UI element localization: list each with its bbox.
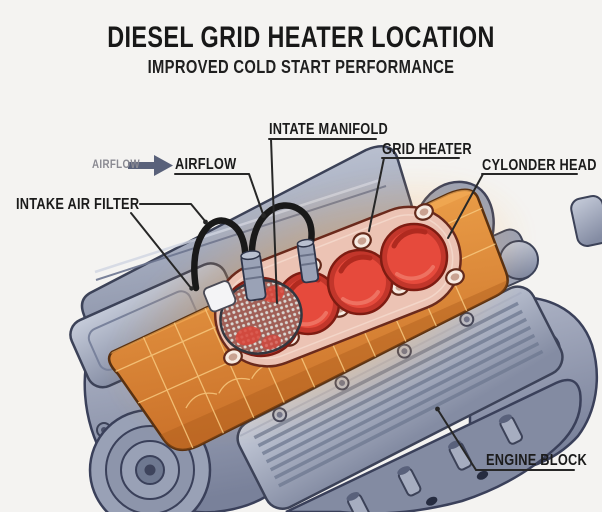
label-cylinder-head: CYLONDER HEAD [482,157,597,174]
heater-wiring [191,202,320,313]
leader-line-intake-air-filter-b [130,212,192,289]
heater-wire [248,202,315,262]
heater-wire [191,217,249,292]
label-airflow: AIRFLOW [175,156,237,173]
label-grid-heater: GRID HEATER [382,141,472,158]
heater-port [326,248,394,316]
inlet-stub [570,195,602,247]
label-engine-block: ENGINE BLOCK [486,452,588,469]
leader-line-engine-block [437,409,477,471]
label-airflow-caption: AIRFLOW [92,159,140,171]
leader-lines [130,138,578,471]
leader-dots [189,213,440,412]
block-bolt-bosses [346,414,523,512]
heater-terminal [240,250,267,302]
page-title: DIESEL GRID HEATER LOCATION [107,21,495,54]
leader-line-grid-heater [368,157,385,232]
leader-line-intake-manifold [270,138,278,304]
heater-terminal [296,238,320,284]
oil-pan [285,378,582,512]
airflow-arrow-icon [128,155,173,176]
leader-line-intake-air-filter-a [139,203,206,222]
label-intake-manifold: INTATE MANIFOLD [269,121,389,138]
leader-line-airflow [174,173,264,215]
grid-heater-mesh [219,279,303,355]
heater-connector [203,280,237,313]
label-intake-air-filter: INTAKE AIR FILTER [16,196,140,213]
leader-line-cylinder-head [447,173,484,239]
heater-port [379,222,449,292]
page-subtitle: IMPROVED COLD START PERFORMANCE [147,57,455,77]
